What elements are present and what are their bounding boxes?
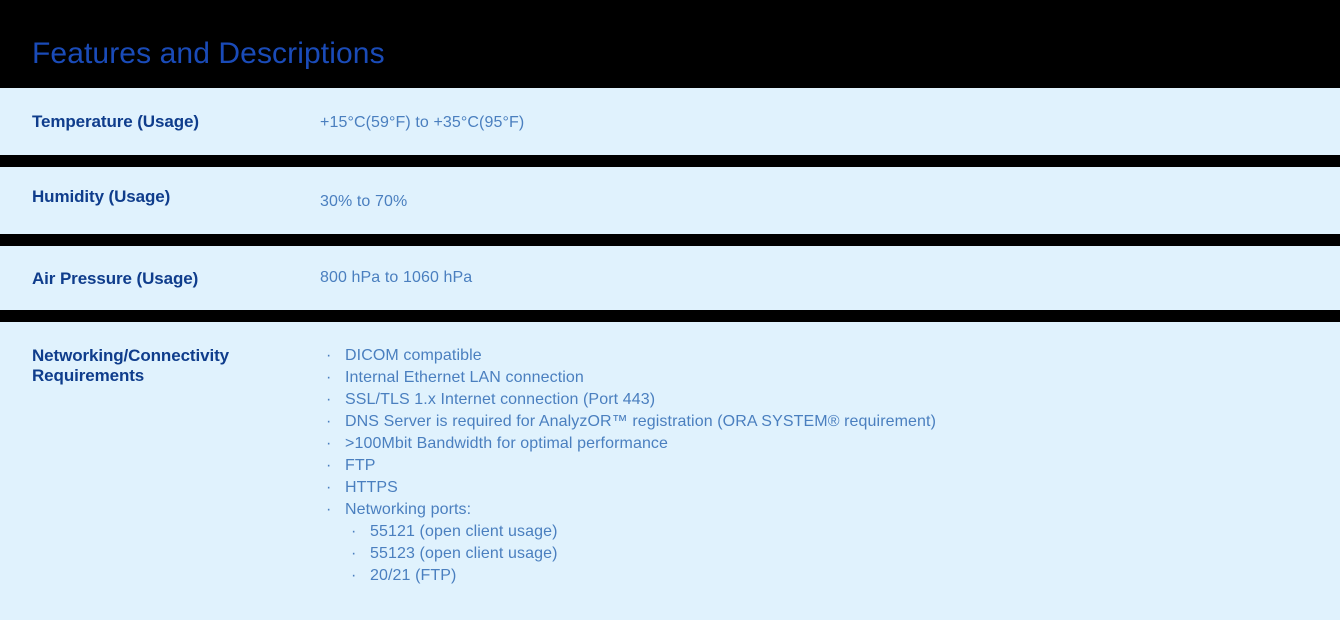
spec-row-humidity: Humidity (Usage) 30% to 70% <box>0 167 1340 234</box>
requirement-item-label: FTP <box>345 457 376 474</box>
spec-value-humidity: 30% to 70% <box>320 193 408 210</box>
port-item-label: 20/21 (FTP) <box>370 567 457 584</box>
networking-ports-list: · 55121 (open client usage) · 55123 (open c… <box>320 521 936 587</box>
bullet-dot-icon: · <box>326 369 332 386</box>
spec-value-temperature: +15°C(59°F) to +35°C(95°F) <box>320 114 525 131</box>
row-separator-2 <box>0 234 1340 246</box>
requirement-item: · SSL/TLS 1.x Internet connection (Port 4… <box>320 389 936 411</box>
page-title: Features and Descriptions <box>32 37 385 70</box>
bullet-dot-icon: · <box>326 479 332 496</box>
requirement-item-label: >100Mbit Bandwidth for optimal performan… <box>345 435 669 452</box>
requirement-item: · >100Mbit Bandwidth for optimal performa… <box>320 433 936 455</box>
spec-row-networking: Networking/Connectivity Requirements · DI… <box>0 322 1340 620</box>
row-separator-3 <box>0 310 1340 322</box>
bullet-dot-icon: · <box>326 413 332 430</box>
spec-row-air-pressure: Air Pressure (Usage) 800 hPa to 1060 hPa <box>0 246 1340 310</box>
port-item: · 20/21 (FTP) <box>320 565 936 587</box>
requirement-item: · Internal Ethernet LAN connection <box>320 367 936 389</box>
spec-label-air-pressure: Air Pressure (Usage) <box>32 269 199 288</box>
bullet-dot-icon: · <box>326 391 332 408</box>
spec-label-networking: Networking/Connectivity Requirements <box>32 346 230 385</box>
requirement-item: · DNS Server is required for AnalyzOR™ re… <box>320 411 936 433</box>
bullet-dot-icon: · <box>326 501 332 518</box>
port-item-label: 55123 (open client usage) <box>370 545 558 562</box>
requirement-item-label: Networking ports: <box>345 501 472 518</box>
requirement-item-label: DICOM compatible <box>345 347 482 364</box>
requirement-item: · Networking ports: <box>320 499 936 521</box>
bullet-dot-icon: · <box>351 523 357 540</box>
requirement-item-label: Internal Ethernet LAN connection <box>345 369 584 386</box>
bullet-dot-icon: · <box>326 457 332 474</box>
spec-label-humidity: Humidity (Usage) <box>32 187 171 206</box>
row-separator-1 <box>0 155 1340 167</box>
spec-value-air-pressure: 800 hPa to 1060 hPa <box>320 269 473 286</box>
spec-row-temperature: Temperature (Usage) +15°C(59°F) to +35°C… <box>0 88 1340 155</box>
header-band <box>0 0 1340 88</box>
port-item: · 55123 (open client usage) <box>320 543 936 565</box>
requirement-item-label: HTTPS <box>345 479 398 496</box>
bullet-dot-icon: · <box>351 567 357 584</box>
requirement-item-label: SSL/TLS 1.x Internet connection (Port 44… <box>345 391 656 408</box>
port-item-label: 55121 (open client usage) <box>370 523 558 540</box>
requirement-item-label: DNS Server is required for AnalyzOR™ reg… <box>345 413 937 430</box>
bullet-dot-icon: · <box>351 545 357 562</box>
networking-requirements-list: · DICOM compatible · Internal Ethernet LAN … <box>320 345 936 587</box>
spec-label-temperature: Temperature (Usage) <box>32 112 199 131</box>
requirement-item: · HTTPS <box>320 477 936 499</box>
requirement-item: · FTP <box>320 455 936 477</box>
bullet-dot-icon: · <box>326 347 332 364</box>
port-item: · 55121 (open client usage) <box>320 521 936 543</box>
bullet-dot-icon: · <box>326 435 332 452</box>
requirement-item: · DICOM compatible <box>320 345 936 367</box>
